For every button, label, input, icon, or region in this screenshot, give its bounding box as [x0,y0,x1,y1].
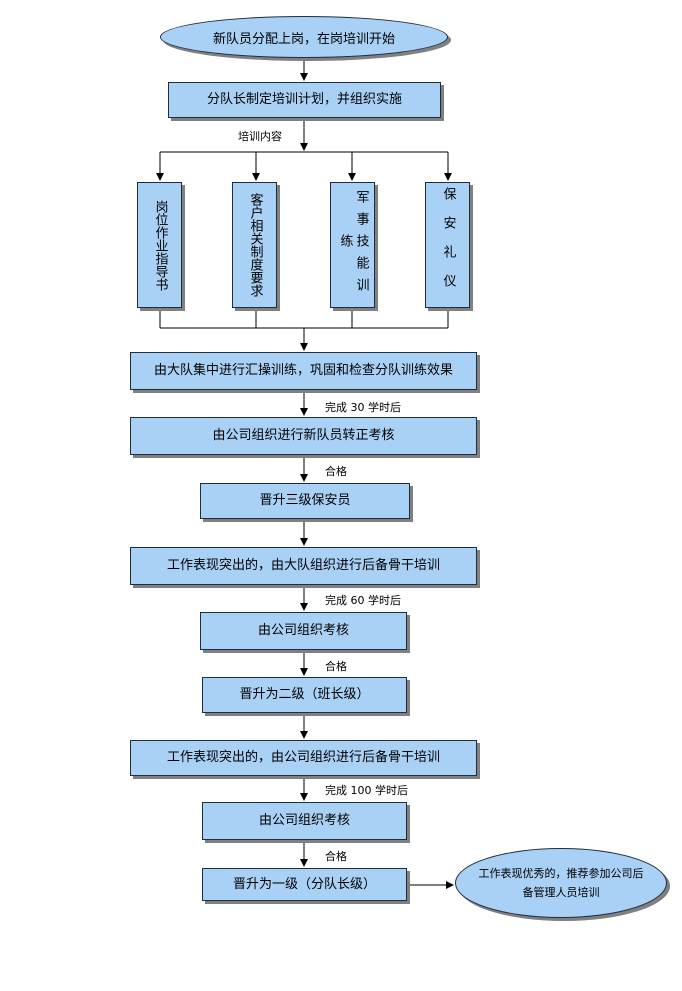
step9-text: 晋升为一级（分队长级） [232,876,376,892]
column-military-skills: 军事技能训练 [330,182,375,308]
step1-text: 由大队集中进行汇操训练，巩固和检查分队训练效果 [153,363,453,379]
start-node: 新队员分配上岗，在岗培训开始 [160,16,448,58]
plan-text: 分队长制定培训计划，并组织实施 [206,92,402,108]
column-client-rules: 客户相关制度要求 [232,182,277,308]
final-node: 工作表现优秀的，推荐参加公司后备管理人员培训 [455,848,667,918]
step4-box: 工作表现突出的，由大队组织进行后备骨干培训 [130,547,477,585]
step5-text: 由公司组织考核 [257,623,349,639]
pass-label-1: 合格 [325,465,347,478]
step7-box: 工作表现突出的，由公司组织进行后备骨干培训 [130,740,477,776]
step6-text: 晋升为二级（班长级） [239,687,370,703]
column-job-guide: 岗位作业指导书 [137,182,182,308]
step2-text: 由公司组织进行新队员转正考核 [212,428,395,444]
column-etiquette: 保安礼仪 [425,182,470,308]
step6-box: 晋升为二级（班长级） [202,677,407,713]
step8-text: 由公司组织考核 [258,813,350,829]
step8-box: 由公司组织考核 [202,802,407,840]
step9-box: 晋升为一级（分队长级） [202,868,407,901]
pass-label-3: 合格 [325,850,347,863]
step2-box: 由公司组织进行新队员转正考核 [130,417,477,455]
column-client-rules-text: 客户相关制度要求 [247,193,263,297]
step7-text: 工作表现突出的，由公司组织进行后备骨干培训 [166,750,440,766]
hours-30-label: 完成 30 学时后 [325,401,401,414]
start-text: 新队员分配上岗，在岗培训开始 [212,31,395,47]
step1-box: 由大队集中进行汇操训练，巩固和检查分队训练效果 [130,352,477,390]
hours-60-label: 完成 60 学时后 [325,594,401,607]
step5-box: 由公司组织考核 [200,612,407,650]
step4-text: 工作表现突出的，由大队组织进行后备骨干培训 [166,558,440,574]
final-text: 工作表现优秀的，推荐参加公司后备管理人员培训 [478,867,644,899]
step3-box: 晋升三级保安员 [200,483,410,519]
step3-text: 晋升三级保安员 [259,493,351,509]
column-military-skills-text: 军事技能训练 [337,190,369,300]
column-etiquette-text: 保安礼仪 [440,187,456,303]
plan-box: 分队长制定培训计划，并组织实施 [168,82,441,118]
hours-100-label: 完成 100 学时后 [325,784,408,797]
pass-label-2: 合格 [325,660,347,673]
column-job-guide-text: 岗位作业指导书 [152,199,168,291]
training-content-label: 培训内容 [238,130,282,143]
